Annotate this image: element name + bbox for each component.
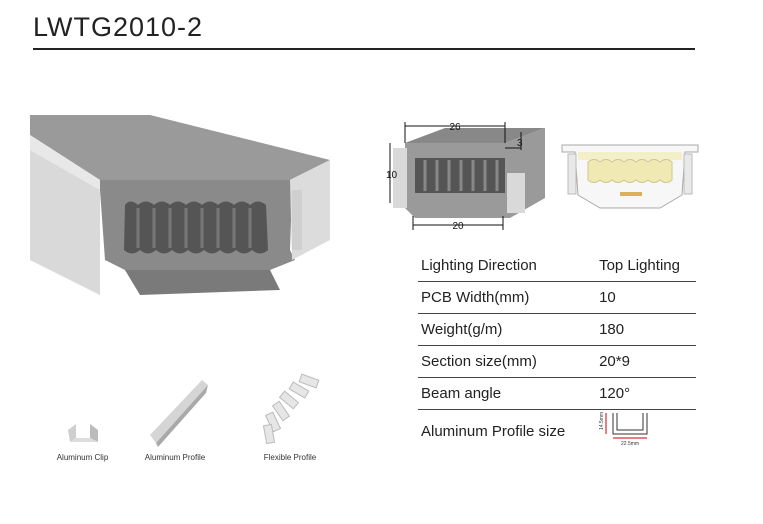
product-render (30, 115, 330, 295)
aluminum-profile-image (150, 380, 208, 447)
dim-lip: 3 (517, 138, 523, 149)
accessory-label: Flexible Profile (263, 453, 317, 462)
spec-value: 14.5mm 22.5mm (589, 410, 696, 453)
spec-value: Top Lighting (589, 250, 696, 282)
spec-row: PCB Width(mm) 10 (418, 281, 696, 314)
profile-height-label: 14.5mm (599, 412, 605, 430)
dim-top-width: 26 (449, 122, 461, 133)
spec-value: 120° (589, 377, 696, 410)
accessory-label: Aluminum Profile (144, 453, 206, 462)
flexible-profile-image (262, 373, 320, 445)
accessory-aluminum-clip: Aluminum Clip (45, 410, 120, 462)
aluminum-clip-image (67, 424, 98, 442)
profile-size-drawing: 14.5mm 22.5mm (599, 412, 648, 447)
dim-bottom-width: 20 (452, 221, 464, 232)
spec-label: Beam angle (418, 377, 590, 410)
page-title: LWTG2010-2 (33, 12, 204, 42)
title-divider (33, 48, 695, 50)
spec-label: Lighting Direction (418, 250, 590, 282)
spec-value: 10 (589, 281, 696, 314)
spec-value: 20*9 (589, 345, 696, 378)
spec-row: Section size(mm) 20*9 (418, 345, 696, 378)
spec-label: PCB Width(mm) (418, 281, 590, 314)
spec-label: Aluminum Profile size (421, 422, 566, 440)
spec-value: 180 (589, 313, 696, 346)
spec-row: Aluminum Profile size 14.5mm 22.5mm (418, 410, 696, 453)
spec-row: Beam angle 120° (418, 377, 696, 410)
spec-label: Section size(mm) (418, 345, 590, 378)
accessory-aluminum-profile: Aluminum Profile (135, 375, 215, 462)
lit-section-drawing (561, 144, 699, 209)
spec-label: Weight(g/m) (418, 313, 590, 346)
spec-table: Lighting Direction Top Lighting PCB Widt… (418, 250, 696, 452)
section-drawing: 26 10 20 3 (386, 122, 545, 232)
spec-row: Weight(g/m) 180 (418, 313, 696, 346)
dim-height: 10 (386, 170, 398, 181)
accessory-flexible-profile: Flexible Profile (245, 372, 335, 462)
profile-width-label: 22.5mm (621, 441, 639, 447)
spec-row: Lighting Direction Top Lighting (418, 250, 696, 282)
accessory-label: Aluminum Clip (56, 453, 109, 462)
